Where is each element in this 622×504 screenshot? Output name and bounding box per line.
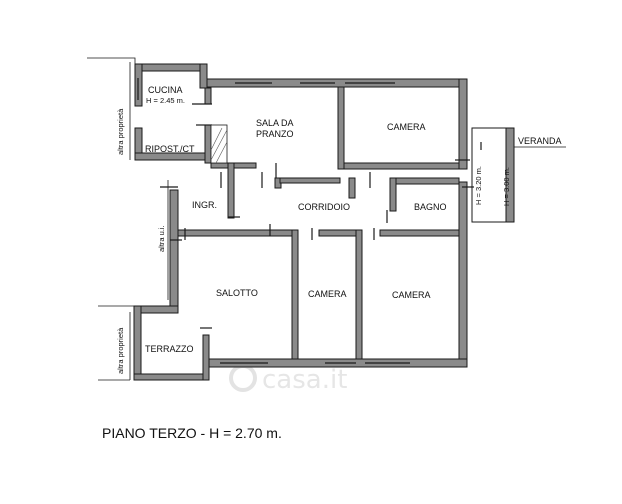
room-label-ingresso: INGR. [192,200,217,210]
room-height-cucina: H = 2.45 m. [146,96,185,105]
room-label-ripostiglio: RIPOST./CT [145,144,195,154]
room-label-camera-2: CAMERA [308,289,347,299]
neighbor-label-top: altra proprietà [116,108,125,155]
neighbor-label-middle: altra u.i. [157,225,166,252]
room-label-camera-3: CAMERA [392,290,431,300]
neighbor-label-bottom: altra proprietà [116,327,125,374]
veranda [471,127,566,223]
closet-hatch [210,124,228,164]
veranda-height-2: H = 3.00 m. [502,167,511,206]
watermark-text: casa.it [262,365,347,395]
door-marks [160,103,474,329]
property-boundary [87,57,169,381]
room-label-salotto: SALOTTO [216,288,258,298]
room-label-veranda: VERANDA [518,136,562,146]
room-label-cucina: CUCINA [148,85,183,95]
room-label-corridoio: CORRIDOIO [298,202,350,212]
room-label-sala-1: SALA DA [256,118,294,128]
room-label-camera-1: CAMERA [387,122,426,132]
floor-caption: PIANO TERZO - H = 2.70 m. [102,425,282,441]
veranda-height-1: H = 3.20 m. [474,166,483,205]
windows [137,78,410,364]
exterior-walls [133,63,468,381]
watermark: casa.it [229,364,347,395]
interior-walls [177,86,460,360]
room-label-bagno: BAGNO [414,202,447,212]
room-label-terrazzo: TERRAZZO [145,344,194,354]
room-label-sala-2: PRANZO [256,129,294,139]
